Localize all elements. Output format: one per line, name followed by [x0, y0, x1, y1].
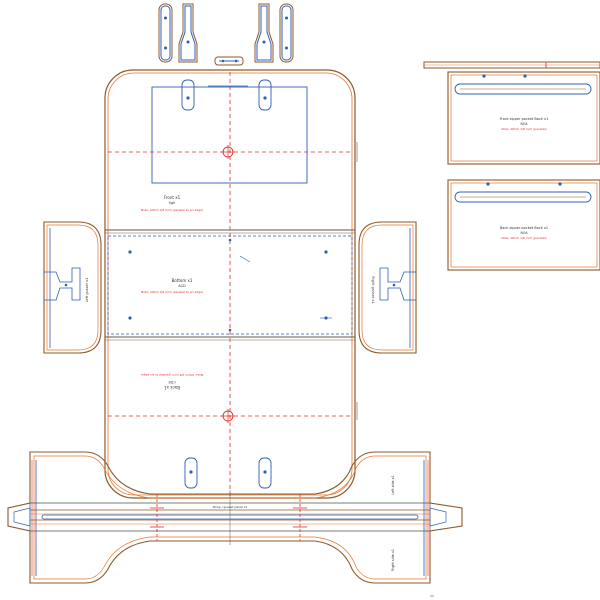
strap-label: Strap / gusset panel x1 — [213, 505, 248, 509]
left-side-label: Left gusset x1 — [85, 278, 89, 303]
pocket-panel-1: Front zipper pocket Back x1 NOA Note: St… — [447, 71, 600, 165]
front-note: Note: Stitch 1/8 inch (parallel to an ed… — [141, 208, 203, 212]
pocket-2-note: Note: Stitch 1/8 inch (parallel) — [501, 236, 546, 240]
pocket-panel-2: Back zipper pocket Back x1 NOA Note: Sti… — [447, 179, 600, 271]
pocket-1-note: Note: Stitch 1/8 inch (parallel) — [501, 127, 546, 131]
front-sub: Sgh — [169, 201, 176, 205]
back-sub: CDE — [168, 380, 175, 384]
bottom-gusset-panel — [7, 451, 463, 584]
top-strap-tabs — [158, 3, 294, 66]
pocket-1-title: Front zipper pocket Back x1 — [500, 117, 549, 121]
main-body-panel — [104, 69, 358, 499]
right-gusset: Right gusset x1 — [358, 221, 417, 354]
back-note: Note: Stitch 1/8 inch (parallel to an ed… — [141, 373, 203, 377]
bottom-title: Bottom x1 — [172, 278, 193, 283]
strap-side-right: Right side x1 — [391, 549, 395, 571]
pocket-2-title: Back zipper pocket Back x1 — [500, 226, 548, 230]
bottom-gusset-labels: Strap / gusset panel x1 Left side x1 Rig… — [213, 475, 395, 571]
back-title: Back x1 — [164, 385, 180, 390]
front-title: Front x1 — [164, 195, 181, 200]
pocket-strip — [423, 61, 600, 69]
left-gusset: Left gusset x1 — [43, 221, 102, 354]
pocket-2-sub: NOA — [520, 231, 528, 235]
pocket-1-sub: NOA — [520, 122, 528, 126]
main-panel-labels: Front x1 Sgh Note: Stitch 1/8 inch (para… — [141, 195, 203, 390]
strap-side-left: Left side x1 — [391, 475, 395, 495]
bottom-sub: ACD — [178, 284, 186, 288]
bottom-note: Note: Stitch 1/8 inch (parallel to an ed… — [141, 290, 203, 294]
right-side-label: Right gusset x1 — [371, 276, 375, 303]
